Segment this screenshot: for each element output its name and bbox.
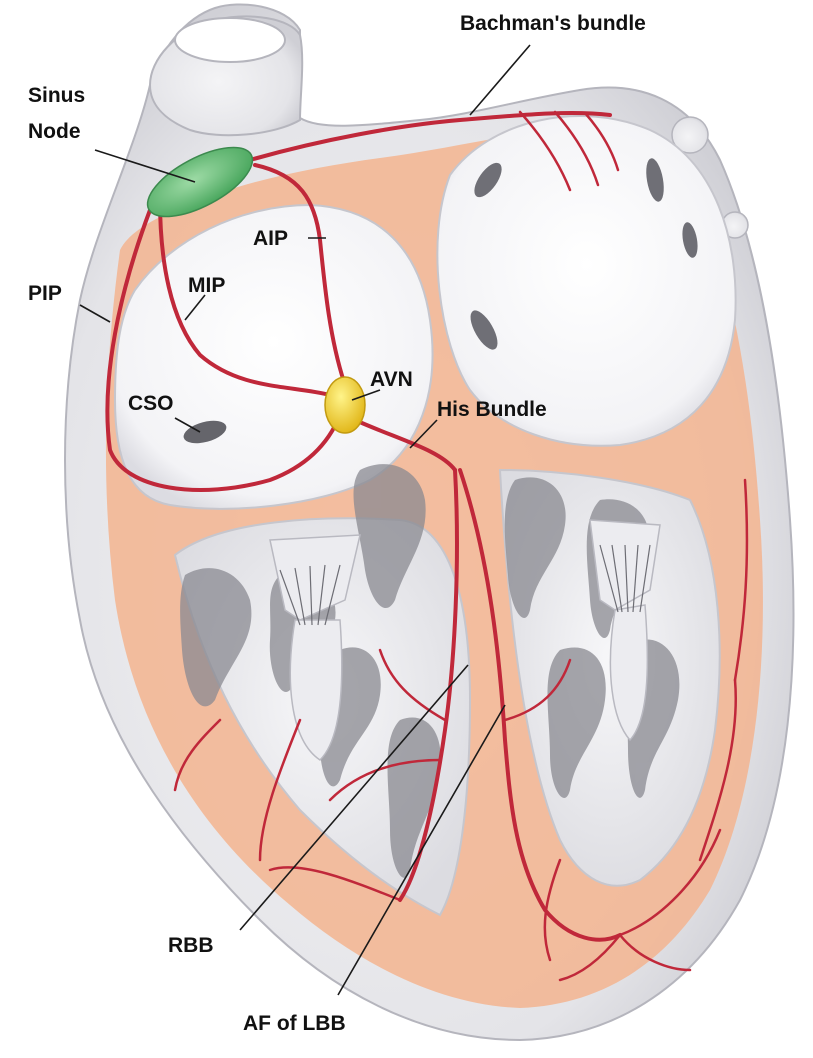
label-bachmans-bundle: Bachman's bundle (460, 12, 646, 35)
label-sinus-node-line2: Node (28, 120, 81, 143)
label-mip: MIP (188, 274, 225, 297)
label-af-of-lbb: AF of LBB (243, 1012, 346, 1035)
aorta-opening (175, 18, 285, 62)
label-sinus-node-line1: Sinus (28, 84, 85, 107)
label-aip: AIP (253, 227, 288, 250)
label-avn: AVN (370, 368, 413, 391)
av-node (325, 377, 365, 433)
label-his-bundle: His Bundle (437, 398, 547, 421)
left-atrium (437, 116, 735, 446)
label-pip: PIP (28, 282, 62, 305)
label-cso: CSO (128, 392, 174, 415)
label-rbb: RBB (168, 934, 214, 957)
